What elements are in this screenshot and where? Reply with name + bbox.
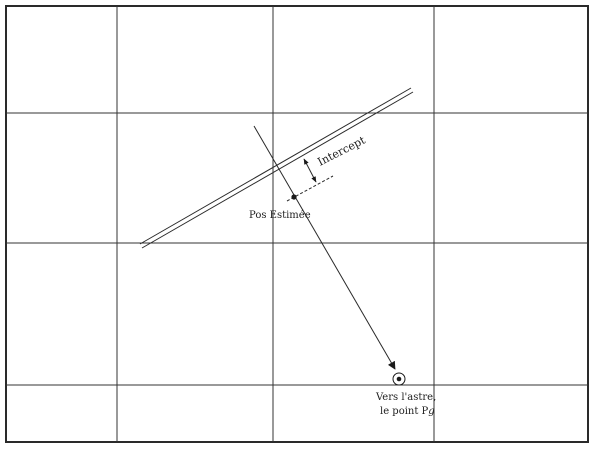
towards-star-label-line1: Vers l'astre, [375,392,436,403]
line-of-position [139,87,414,249]
towards-star-label-subscript: g [428,406,434,417]
towards-star-label-prefix: le point P [380,406,429,417]
line-of-position-upper [139,87,412,245]
geographic-point-ring [392,372,406,386]
azimuth-line [253,125,396,370]
estimated-position-point [291,194,297,200]
estimated-position-label: Pos Estimée [249,210,311,221]
estimated-position-parallel-line [286,175,334,202]
line-of-position-lower [141,91,414,249]
diagram-frame [5,5,589,443]
geographic-point-marker [392,372,406,386]
towards-star-label-line2: le point Pg [380,406,435,417]
geographic-point-dot [396,376,402,382]
intercept-arrow [303,158,317,183]
